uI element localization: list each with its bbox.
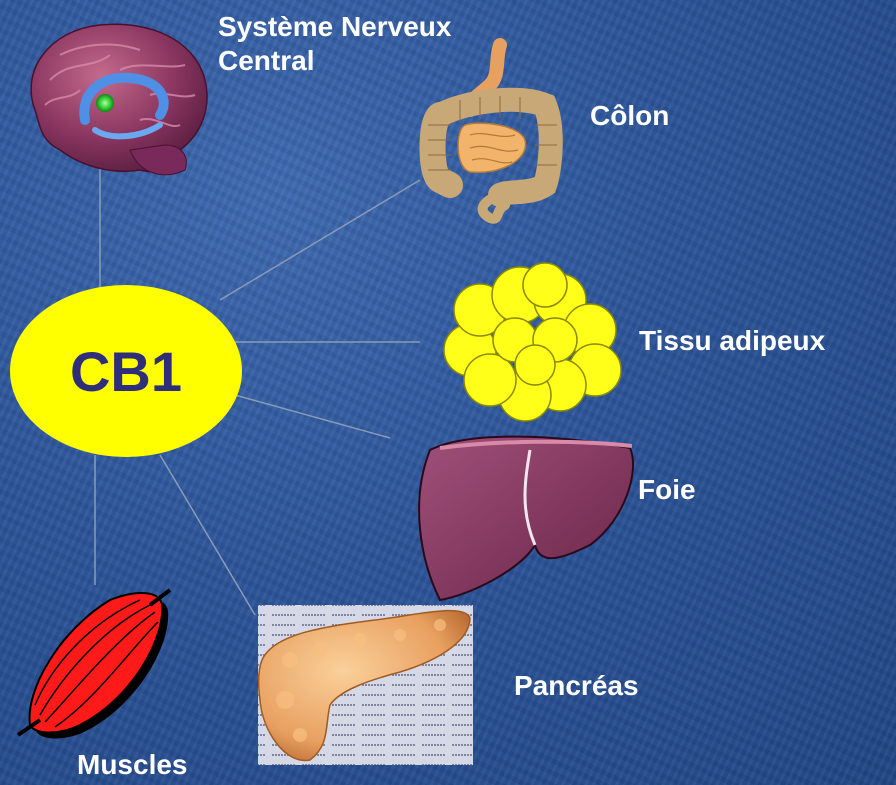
label-muscles: Muscles [77,748,188,782]
